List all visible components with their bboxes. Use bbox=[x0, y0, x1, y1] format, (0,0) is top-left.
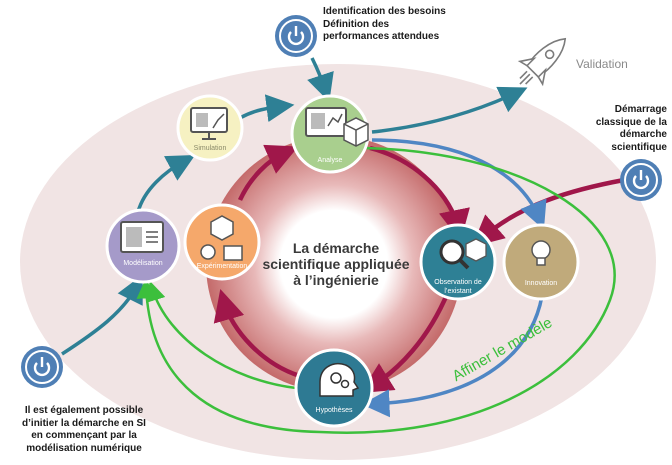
node-simulation[interactable] bbox=[176, 94, 244, 162]
note-classic-start-line-2: classique de la bbox=[595, 116, 667, 128]
power-button-bottom-left[interactable] bbox=[21, 346, 63, 388]
node-observation[interactable] bbox=[419, 223, 497, 301]
arrow-analyse-to-innovation bbox=[371, 138, 547, 230]
label-observation: Observation de l’existant bbox=[434, 279, 482, 295]
note-start-modelisation: Il est également possible d’initier la d… bbox=[6, 405, 162, 455]
monitor-cube-icon bbox=[305, 107, 369, 147]
arrow-right-start-to-observation bbox=[471, 177, 625, 247]
rocket-icon bbox=[517, 37, 567, 87]
node-modelisation[interactable] bbox=[105, 208, 181, 284]
note-start-modelisation-line-4: modélisation numérique bbox=[26, 442, 142, 454]
instruments-icon bbox=[200, 215, 243, 261]
monitor-lattice-icon bbox=[120, 221, 164, 253]
label-modelisation: Modélisation bbox=[123, 260, 163, 267]
magnifier-icon bbox=[439, 238, 487, 270]
node-hypotheses[interactable] bbox=[294, 348, 374, 428]
arrow-observation-to-hypotheses bbox=[360, 291, 451, 394]
head-gears-icon bbox=[319, 362, 360, 397]
note-needs-line-3: performances attendues bbox=[323, 31, 440, 42]
power-button-top[interactable] bbox=[275, 15, 317, 57]
arrow-analyse-to-validation bbox=[371, 86, 528, 134]
node-analyse[interactable] bbox=[290, 94, 370, 174]
arrow-experimentation-to-analyse bbox=[237, 144, 299, 201]
arrow-innovation-to-hypotheses bbox=[361, 295, 544, 418]
note-classic-start-line-1: Démarrage bbox=[614, 104, 667, 115]
arrow-analyse-to-observation bbox=[369, 145, 470, 242]
arrow-simulation-to-analyse bbox=[239, 94, 295, 123]
note-classic-start-line-3: démarche bbox=[619, 129, 667, 140]
arrow-top-start-to-analyse bbox=[307, 57, 334, 102]
node-innovation[interactable] bbox=[502, 223, 580, 301]
center-title: La démarche scientifique appliquée à l’i… bbox=[262, 240, 410, 288]
note-classic-start: Démarrage classique de la démarche scien… bbox=[579, 104, 667, 154]
arrow-bottom-start-to-modelisation bbox=[61, 274, 143, 356]
arrow-refine-from-analyse bbox=[136, 146, 616, 434]
arrow-hypotheses-to-experimentation bbox=[213, 289, 301, 379]
power-button-right[interactable] bbox=[620, 159, 662, 201]
note-needs-line-1: Identification des besoins bbox=[323, 6, 446, 17]
label-hypotheses: Hypothèses bbox=[315, 407, 353, 414]
note-needs: Identification des besoins Définition de… bbox=[323, 6, 446, 44]
label-innovation: Innovation bbox=[524, 280, 558, 287]
note-start-modelisation-line-3: en commençant par la bbox=[31, 430, 137, 441]
label-simulation: Simulation bbox=[193, 145, 227, 152]
green-arrows bbox=[136, 146, 616, 434]
arrow-modelisation-to-simulation bbox=[136, 154, 196, 213]
arrow-hypotheses-to-modelisation bbox=[146, 280, 297, 390]
label-experimentation: Expérimentation bbox=[196, 263, 248, 270]
cycle-arrows bbox=[213, 144, 625, 394]
label-analyse: Analyse bbox=[317, 157, 343, 164]
lightbulb-icon bbox=[531, 240, 551, 266]
note-classic-start-line-4: scientifique bbox=[611, 141, 667, 153]
note-start-modelisation-line-1: Il est également possible bbox=[24, 405, 144, 416]
validation-label: Validation bbox=[576, 57, 628, 71]
teal-arrows bbox=[61, 57, 528, 356]
note-start-modelisation-line-2: d’initier la démarche en SI bbox=[22, 417, 146, 429]
central-ring bbox=[206, 136, 462, 392]
note-needs-line-2: Définition des bbox=[323, 18, 390, 30]
blue-arrows bbox=[361, 138, 547, 418]
monitor-chart-icon bbox=[190, 107, 228, 140]
node-experimentation[interactable] bbox=[183, 203, 261, 281]
